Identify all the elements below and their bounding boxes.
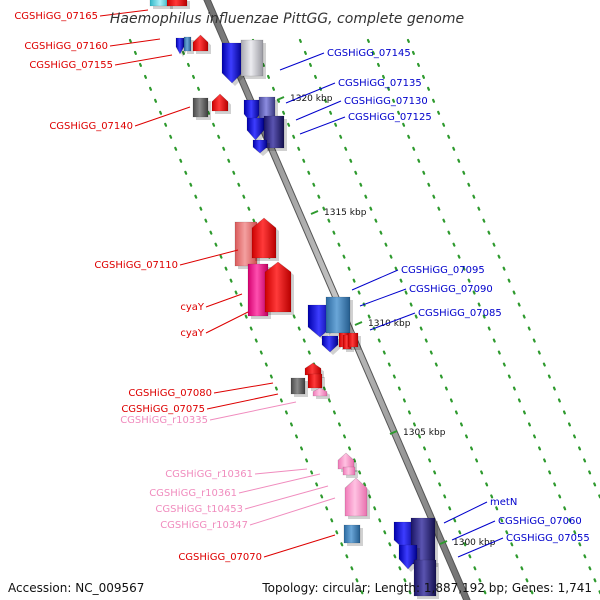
leader-right-1 — [279, 52, 325, 71]
leader-left-4 — [134, 106, 191, 127]
gene-07145-b — [240, 39, 264, 77]
gene-07075 — [307, 373, 323, 389]
leader-right-8 — [443, 501, 488, 524]
gene-07145-a — [221, 42, 243, 84]
gene-label-left: CGSHiGG_07070 — [178, 552, 262, 563]
gene-07140-b — [211, 93, 229, 112]
leader-right-3 — [295, 100, 342, 121]
gene-label-left: CGSHiGG_07160 — [24, 41, 108, 52]
gene-label-right: CGSHiGG_07055 — [506, 533, 590, 544]
gene-label-left: CGSHiGG_r10361 — [165, 469, 253, 480]
kbp-tick-2 — [310, 210, 319, 215]
kbp-tick-1 — [276, 96, 285, 101]
gene-label-left: cyaY — [180, 302, 205, 313]
leader-left-13 — [244, 485, 329, 510]
gene-07160-b — [183, 36, 192, 52]
gene-label-right: metN — [490, 497, 517, 508]
kbp-tick-3 — [354, 321, 363, 326]
gene-label-right: CGSHiGG_07125 — [348, 112, 432, 123]
leader-left-5 — [179, 249, 239, 266]
gene-r10335 — [312, 387, 328, 397]
gene-07080-b — [304, 362, 322, 376]
leader-left-6 — [205, 293, 243, 308]
gene-label-left: cyaY — [180, 328, 205, 339]
gene-cyaY-b — [264, 261, 292, 313]
gene-07165-b — [166, 0, 188, 7]
gene-label-right: CGSHiGG_07060 — [498, 516, 582, 527]
accession-label: Accession: NC_009567 — [8, 581, 145, 595]
leader-right-6 — [359, 288, 407, 307]
leader-left-15 — [263, 534, 336, 558]
leader-left-7 — [205, 311, 249, 334]
leader-left-12 — [238, 473, 321, 494]
gene-label-right: CGSHiGG_07145 — [327, 48, 411, 59]
gene-07130-b — [263, 115, 285, 149]
gene-07155 — [192, 34, 209, 52]
leader-left-2 — [109, 38, 161, 47]
leader-right-5 — [351, 269, 399, 291]
leader-left-9 — [206, 393, 279, 410]
gene-07110-b — [251, 217, 277, 259]
leader-left-10 — [209, 401, 297, 421]
gene-label-left: CGSHiGG_07110 — [94, 260, 178, 271]
gene-r10361-b — [342, 466, 356, 476]
gene-07080-a — [290, 377, 306, 395]
gene-label-left: CGSHiGG_07165 — [14, 11, 98, 22]
kbp-label: 1320 kbp — [290, 94, 333, 104]
gene-label-left: CGSHiGG_r10335 — [120, 415, 208, 426]
gene-label-left: CGSHiGG_t10453 — [155, 504, 243, 515]
gene-label-right: CGSHiGG_07090 — [409, 284, 493, 295]
gene-07085-d — [347, 332, 359, 348]
gene-label-left: CGSHiGG_07075 — [121, 404, 205, 415]
leader-right-2 — [285, 82, 336, 104]
gene-07090 — [325, 296, 351, 334]
gene-t10453 — [344, 477, 368, 517]
kbp-tick-4 — [389, 430, 398, 435]
gene-07055-a — [398, 544, 418, 570]
leader-left-8 — [213, 382, 274, 394]
leader-right-4 — [299, 116, 346, 135]
topology-summary: Topology: circular; Length: 1,887,192 bp… — [262, 581, 592, 595]
leader-left-14 — [249, 497, 336, 526]
gene-07130-a — [246, 117, 265, 141]
gene-r10361-a — [337, 452, 355, 470]
gene-07160-a — [175, 37, 185, 55]
gene-label-right: CGSHiGG_07095 — [401, 265, 485, 276]
gene-label-left: CGSHiGG_r10347 — [160, 520, 248, 531]
kbp-label: 1300 kbp — [453, 538, 496, 548]
leader-left-11 — [254, 468, 308, 475]
gene-label-left: CGSHiGG_07155 — [29, 60, 113, 71]
gene-07055-b — [413, 559, 437, 597]
kbp-label: 1310 kbp — [368, 319, 411, 329]
gene-label-right: CGSHiGG_07085 — [418, 308, 502, 319]
gene-label-right: CGSHiGG_07130 — [344, 96, 428, 107]
gene-07085-a — [321, 335, 339, 353]
gene-cyaY-a — [247, 263, 269, 317]
kbp-label: 1305 kbp — [403, 428, 446, 438]
gene-07070 — [343, 524, 361, 544]
gene-07125 — [252, 139, 268, 154]
leader-left-1 — [99, 9, 149, 17]
kbp-tick-5 — [439, 540, 448, 545]
gene-label-left: CGSHiGG_07140 — [49, 121, 133, 132]
gene-label-right: CGSHiGG_07135 — [338, 78, 422, 89]
gene-label-left: CGSHiGG_r10361 — [149, 488, 237, 499]
leader-right-9 — [451, 520, 496, 541]
gene-label-left: CGSHiGG_07080 — [128, 388, 212, 399]
leader-right-7 — [369, 312, 416, 331]
leader-right-10 — [457, 537, 504, 558]
map-title: Haemophilus influenzae PittGG, complete … — [110, 11, 464, 27]
gene-07140-a — [192, 97, 209, 118]
leader-left-3 — [114, 54, 173, 66]
kbp-label: 1315 kbp — [324, 208, 367, 218]
